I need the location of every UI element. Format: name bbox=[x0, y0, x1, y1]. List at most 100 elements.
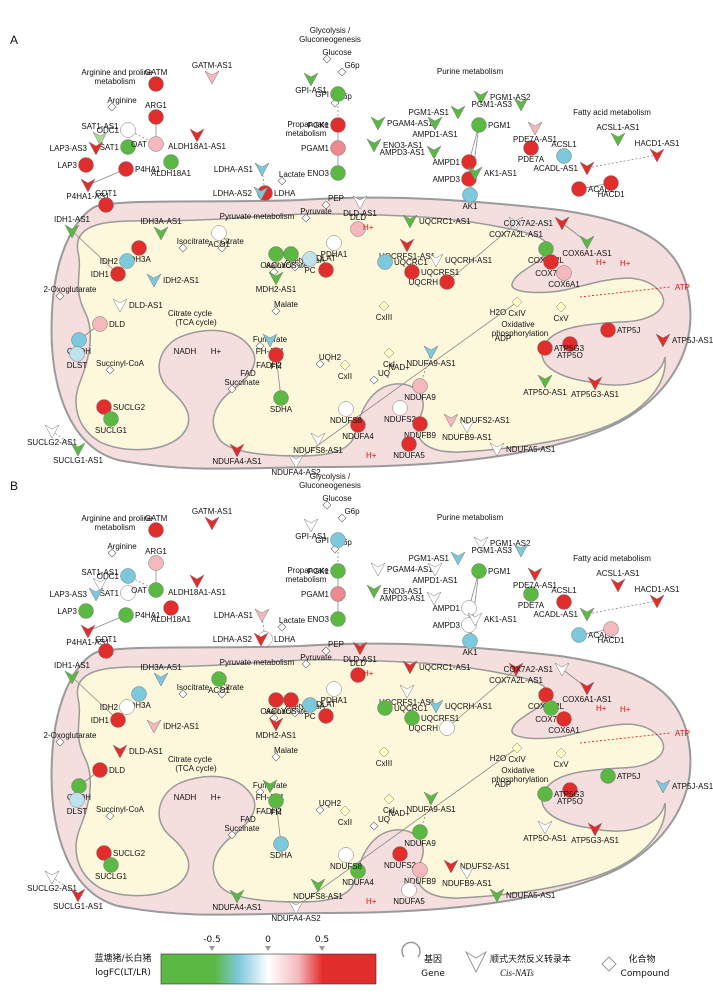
node-label: ENO3-AS1 bbox=[383, 587, 423, 596]
metabolite-label: UQ bbox=[378, 815, 390, 824]
cis-nat-node: IDH2-AS1 bbox=[146, 719, 200, 734]
legend-title: 蓝塘猪/长白猪 bbox=[94, 952, 151, 964]
cis-nat-node: GPI-AS1 bbox=[295, 518, 327, 541]
gene-node: IDH3A bbox=[127, 686, 151, 710]
gene-legend-cn: 基因 bbox=[424, 953, 442, 965]
cis-nat-icon bbox=[423, 345, 439, 360]
node-label: ENO3-AS1 bbox=[383, 141, 423, 150]
gene-node: ACADL bbox=[571, 627, 615, 643]
node-label: COX7A2 bbox=[535, 269, 567, 278]
node-label: ENO3 bbox=[307, 615, 329, 624]
node-label: DLAT bbox=[316, 254, 336, 263]
cis-nat-icon bbox=[399, 684, 415, 699]
gene-circle-icon bbox=[103, 857, 119, 873]
node-label: P4HA1-AS1 bbox=[66, 638, 110, 647]
node-label: GPI bbox=[315, 90, 329, 99]
metabolite-label: Arginine and proline bbox=[81, 68, 153, 77]
gene-circle-icon bbox=[71, 778, 87, 794]
node-label: NDUFS8 bbox=[330, 862, 363, 871]
gene-circle-icon bbox=[163, 600, 179, 616]
cis-nat-icon bbox=[88, 587, 104, 602]
node-label: IDH3A-AS1 bbox=[140, 663, 182, 672]
compound-icon bbox=[290, 708, 300, 718]
cis-nat-node: AMPD1-AS1 bbox=[412, 562, 458, 585]
node-label: ACO1 bbox=[208, 686, 230, 695]
node-label: IDH3A bbox=[127, 701, 151, 710]
cis-nat-icon bbox=[229, 889, 245, 904]
metabolite-label: Citrate bbox=[220, 683, 244, 692]
metabolite-label: Isocitrate bbox=[177, 683, 210, 692]
gene-circle-icon bbox=[148, 522, 164, 538]
gene-node: NDUFA5 bbox=[393, 436, 425, 460]
cis-nat-icon bbox=[489, 442, 505, 457]
cis-nat-node: ACSL1-AS1 bbox=[596, 123, 640, 147]
gene-circle-icon bbox=[543, 700, 559, 716]
panel-letter: B bbox=[10, 479, 18, 493]
cis-nat-node: COX7A2-AS1 bbox=[504, 662, 570, 677]
node-label: DLD-AS1 bbox=[129, 301, 163, 310]
cis-nat-node: IDH1-AS1 bbox=[54, 661, 91, 685]
metabolite-label: Gluconeogenesis bbox=[299, 35, 361, 44]
gene-circle-icon bbox=[119, 253, 135, 269]
cis-nat-icon bbox=[610, 132, 626, 147]
cis-nat-icon bbox=[554, 662, 570, 677]
gene-node: CS bbox=[283, 246, 299, 270]
cis-nat-icon bbox=[527, 567, 543, 582]
gene-circle-icon bbox=[131, 686, 147, 702]
metabolite-label: Purine metabolism bbox=[437, 67, 504, 76]
node-label: PGK1 bbox=[308, 567, 330, 576]
node-label: ACSL1-AS1 bbox=[596, 569, 640, 578]
cis-nat-node: GATM-AS1 bbox=[192, 507, 233, 531]
gene-node: NDUFS8 bbox=[330, 401, 363, 425]
cis-nat-node: P4HA1-AS1 bbox=[66, 624, 110, 647]
cis-nat-icon bbox=[450, 105, 466, 120]
cis-nat-icon bbox=[352, 195, 368, 210]
gene-node: UQCRC1 bbox=[377, 700, 428, 716]
cis-nat-icon bbox=[467, 166, 483, 181]
node-label: P4HA1 bbox=[135, 165, 161, 174]
cis-nat-node: ATP5O-AS1 bbox=[523, 820, 567, 843]
cis-nat-node: IDH3A-AS1 bbox=[140, 217, 182, 241]
compound-icon bbox=[105, 811, 115, 821]
gene-circle-icon bbox=[330, 532, 346, 548]
cis-nat-icon bbox=[579, 161, 595, 176]
gene-node: AK1 bbox=[462, 187, 478, 211]
node-label: MDH2-AS1 bbox=[256, 285, 297, 294]
cis-nat-icon bbox=[146, 719, 162, 734]
gene-node: ARG1 bbox=[145, 101, 167, 125]
node-label: NDUFS2-AS1 bbox=[460, 416, 510, 425]
node-label: NDUFA4-AS1 bbox=[212, 903, 262, 912]
node-label: LDHA-AS2 bbox=[213, 189, 253, 198]
node-label: PGAM4-AS1 bbox=[387, 119, 433, 128]
gene-node: NDUFS2 bbox=[384, 846, 417, 870]
node-label: PGK1 bbox=[308, 121, 330, 130]
gene-circle-icon bbox=[556, 265, 572, 281]
node-label: NDUFS2-AS1 bbox=[460, 862, 510, 871]
node-label: GOT1 bbox=[95, 189, 117, 198]
gene-circle-icon bbox=[326, 681, 342, 697]
node-label: SUCLG1-AS1 bbox=[53, 456, 103, 465]
cis-nat-node: LDHA-AS1 bbox=[214, 608, 270, 623]
cis-nat-node: PGM1-AS2 bbox=[473, 90, 531, 105]
node-label: ATP5G3-AS1 bbox=[571, 390, 619, 399]
proton-label: H+ bbox=[366, 897, 377, 906]
complex-node: CxIV bbox=[508, 742, 526, 764]
gene-circle-icon bbox=[338, 401, 354, 417]
gene-circle-icon bbox=[92, 316, 108, 332]
complex-node: CxII bbox=[338, 805, 352, 827]
gene-circle-icon bbox=[78, 603, 94, 619]
node-label: HACD1 bbox=[597, 190, 625, 199]
node-label: UQCRC1-AS1 bbox=[419, 217, 471, 226]
metabolite-label: Gluconeogenesis bbox=[299, 481, 361, 490]
complex-node: CxIV bbox=[508, 296, 526, 318]
gene-circle-icon bbox=[96, 845, 112, 861]
node-label: NDUFB9 bbox=[404, 431, 437, 440]
gene-circle-icon bbox=[392, 846, 408, 862]
node-label: SUCLG1-AS1 bbox=[53, 902, 103, 911]
gene-node: PGAM1 bbox=[301, 140, 346, 156]
metabolite-label: FAD bbox=[240, 369, 256, 378]
cis-nat-icon bbox=[427, 116, 443, 131]
cis-nat-node: NDUFA4-AS2 bbox=[271, 454, 321, 477]
metabolite-label: Purine metabolism bbox=[437, 513, 504, 522]
node-label: NDUFA4-AS2 bbox=[271, 914, 321, 923]
